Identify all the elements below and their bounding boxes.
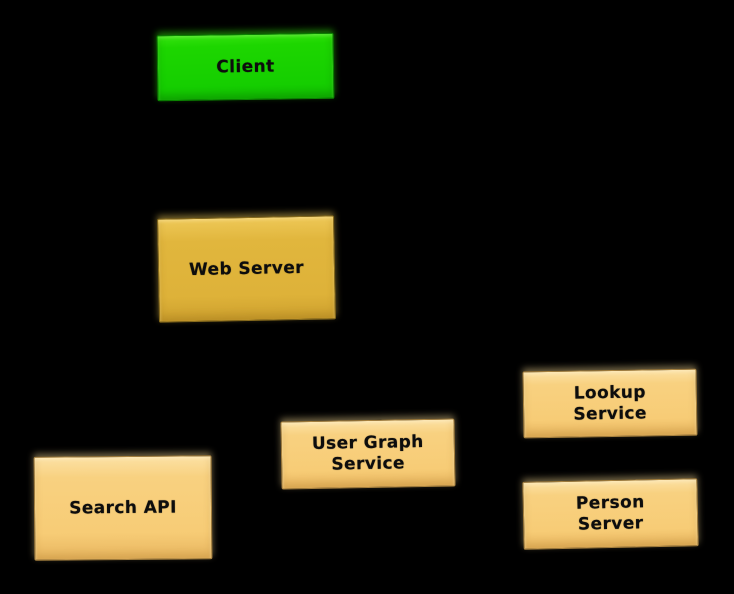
node-user-graph-service-label: User Graph Service	[311, 432, 424, 475]
node-user-graph-service: User Graph Service	[280, 418, 456, 490]
node-lookup-service: Lookup Service	[522, 368, 698, 439]
node-web-server-label: Web Server	[188, 257, 305, 280]
node-person-server: Person Server	[522, 478, 699, 550]
node-search-api: Search API	[33, 455, 213, 561]
node-client-label: Client	[216, 56, 275, 77]
node-web-server: Web Server	[157, 215, 336, 323]
node-lookup-service-label: Lookup Service	[573, 381, 648, 425]
node-search-api-label: Search API	[69, 497, 177, 518]
node-client: Client	[156, 32, 335, 102]
node-person-server-label: Person Server	[575, 492, 645, 535]
